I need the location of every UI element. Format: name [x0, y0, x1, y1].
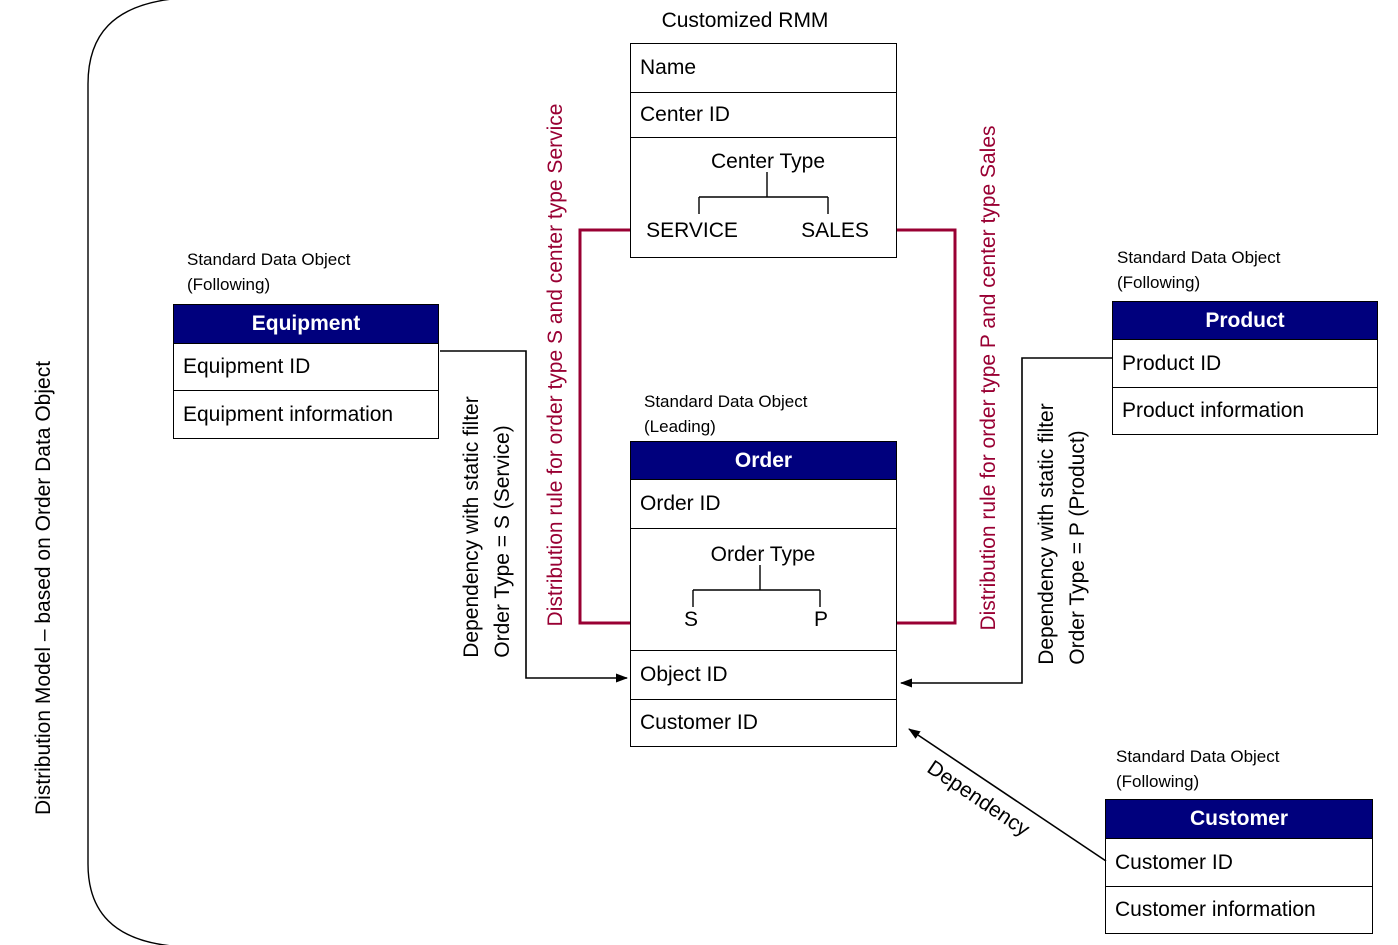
dep-customer-line — [908, 728, 1107, 862]
equipment-row-id: Equipment ID — [174, 343, 438, 390]
order-caption-line2: (Leading) — [644, 417, 716, 436]
rule-service-label: Distribution rule for order type S and c… — [544, 103, 567, 627]
order-caption-line1: Standard Data Object — [644, 392, 808, 411]
product-row-info: Product information — [1113, 387, 1377, 434]
dep-product-label: Dependency with static filter Order Type… — [1031, 403, 1093, 664]
equipment-caption-line1: Standard Data Object — [187, 250, 351, 269]
rmm-center-type-section — [631, 137, 896, 257]
product-box: Product Product ID Product information — [1112, 301, 1378, 435]
dep-customer-label: Dependency — [922, 756, 1034, 842]
dep-equipment-label-line2: Order Type = S (Service) — [491, 425, 514, 658]
dep-equipment-label-line1: Dependency with static filter — [460, 396, 483, 658]
customer-row-id: Customer ID — [1106, 838, 1372, 886]
product-caption-line2: (Following) — [1117, 273, 1201, 292]
customer-box: Customer Customer ID Customer informatio… — [1105, 799, 1373, 934]
rule-sales-label: Distribution rule for order type P and c… — [977, 125, 1000, 631]
order-header: Order — [631, 442, 896, 479]
order-value-s: S — [683, 608, 699, 631]
rmm-box: Name Center ID — [630, 43, 897, 258]
order-row-order-id: Order ID — [631, 479, 896, 528]
equipment-box: Equipment Equipment ID Equipment informa… — [173, 304, 439, 439]
product-header: Product — [1113, 302, 1377, 339]
rule-sales-line — [897, 228, 957, 625]
order-type-label: Order Type — [710, 543, 816, 566]
customer-header: Customer — [1106, 800, 1372, 838]
customer-caption-line1: Standard Data Object — [1116, 747, 1280, 766]
dep-equipment-label: Dependency with static filter Order Type… — [456, 396, 518, 657]
dep-product-label-line1: Dependency with static filter — [1035, 403, 1058, 665]
rmm-value-sales: SALES — [801, 219, 869, 242]
customer-caption-line2: (Following) — [1116, 772, 1200, 791]
equipment-caption-line2: (Following) — [187, 275, 271, 294]
rmm-value-service: SERVICE — [646, 219, 738, 242]
left-brace — [87, 0, 171, 945]
product-row-id: Product ID — [1113, 339, 1377, 387]
diagram-title: Distribution Model – based on Order Data… — [32, 360, 55, 816]
equipment-header: Equipment — [174, 305, 438, 343]
order-row-object-id: Object ID — [631, 650, 896, 699]
order-box: Order Order ID Object ID Customer ID — [630, 441, 897, 747]
order-value-p: P — [813, 608, 829, 631]
order-type-section — [631, 528, 896, 650]
order-caption: Standard Data Object (Leading) — [644, 389, 807, 439]
equipment-row-info: Equipment information — [174, 390, 438, 438]
customer-row-info: Customer information — [1106, 886, 1372, 933]
rmm-caption: Customized RMM — [661, 9, 829, 32]
dep-product-label-line2: Order Type = P (Product) — [1066, 430, 1089, 665]
rmm-center-type-label: Center Type — [710, 150, 826, 173]
customer-caption: Standard Data Object (Following) — [1116, 744, 1279, 794]
rule-service-line — [578, 228, 630, 625]
equipment-caption: Standard Data Object (Following) — [187, 247, 350, 297]
order-row-customer-id: Customer ID — [631, 699, 896, 746]
rmm-row-center-id: Center ID — [631, 92, 896, 137]
rmm-row-name: Name — [631, 44, 896, 92]
product-caption: Standard Data Object (Following) — [1117, 245, 1280, 295]
product-caption-line1: Standard Data Object — [1117, 248, 1281, 267]
